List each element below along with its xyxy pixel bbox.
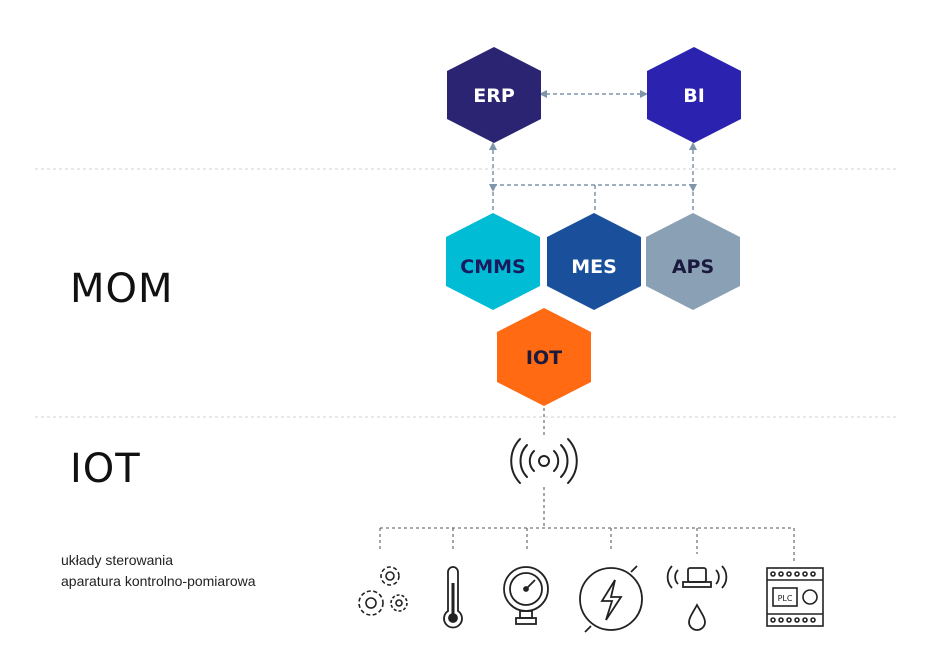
svg-text:IOT: IOT xyxy=(526,347,562,369)
mom-layer-label: MOM xyxy=(70,266,174,312)
erp-node: ERP xyxy=(447,47,541,143)
wireless-signal-icon xyxy=(510,438,578,484)
plc-label: PLC xyxy=(778,594,793,603)
svg-text:MES: MES xyxy=(571,256,617,278)
energy-meter-icon xyxy=(579,565,643,633)
caption-line-instrumentation: aparatura kontrolno-pomiarowa xyxy=(61,573,256,589)
gears-icon xyxy=(358,566,408,616)
iot-node: IOT xyxy=(497,308,591,406)
pressure-gauge-icon xyxy=(503,566,549,625)
iot-layer-label: IOT xyxy=(70,446,141,492)
bi-node: BI xyxy=(647,47,741,143)
upper-connectors xyxy=(492,93,694,212)
mes-node: MES xyxy=(547,213,641,310)
connector-arrowheads xyxy=(489,90,697,192)
svg-text:ERP: ERP xyxy=(473,85,515,107)
cmms-node: CMMS xyxy=(446,213,540,310)
thermometer-icon xyxy=(443,566,463,629)
svg-text:CMMS: CMMS xyxy=(460,256,525,278)
device-caption: układy sterowania aparatura kontrolno-po… xyxy=(61,550,256,592)
caption-line-control: układy sterowania xyxy=(61,552,174,568)
aps-node: APS xyxy=(646,213,740,310)
svg-text:BI: BI xyxy=(683,85,705,107)
plc-controller-icon xyxy=(766,567,824,627)
device-bus xyxy=(379,408,795,562)
leak-sensor-icon xyxy=(666,565,728,631)
svg-text:APS: APS xyxy=(672,256,714,278)
